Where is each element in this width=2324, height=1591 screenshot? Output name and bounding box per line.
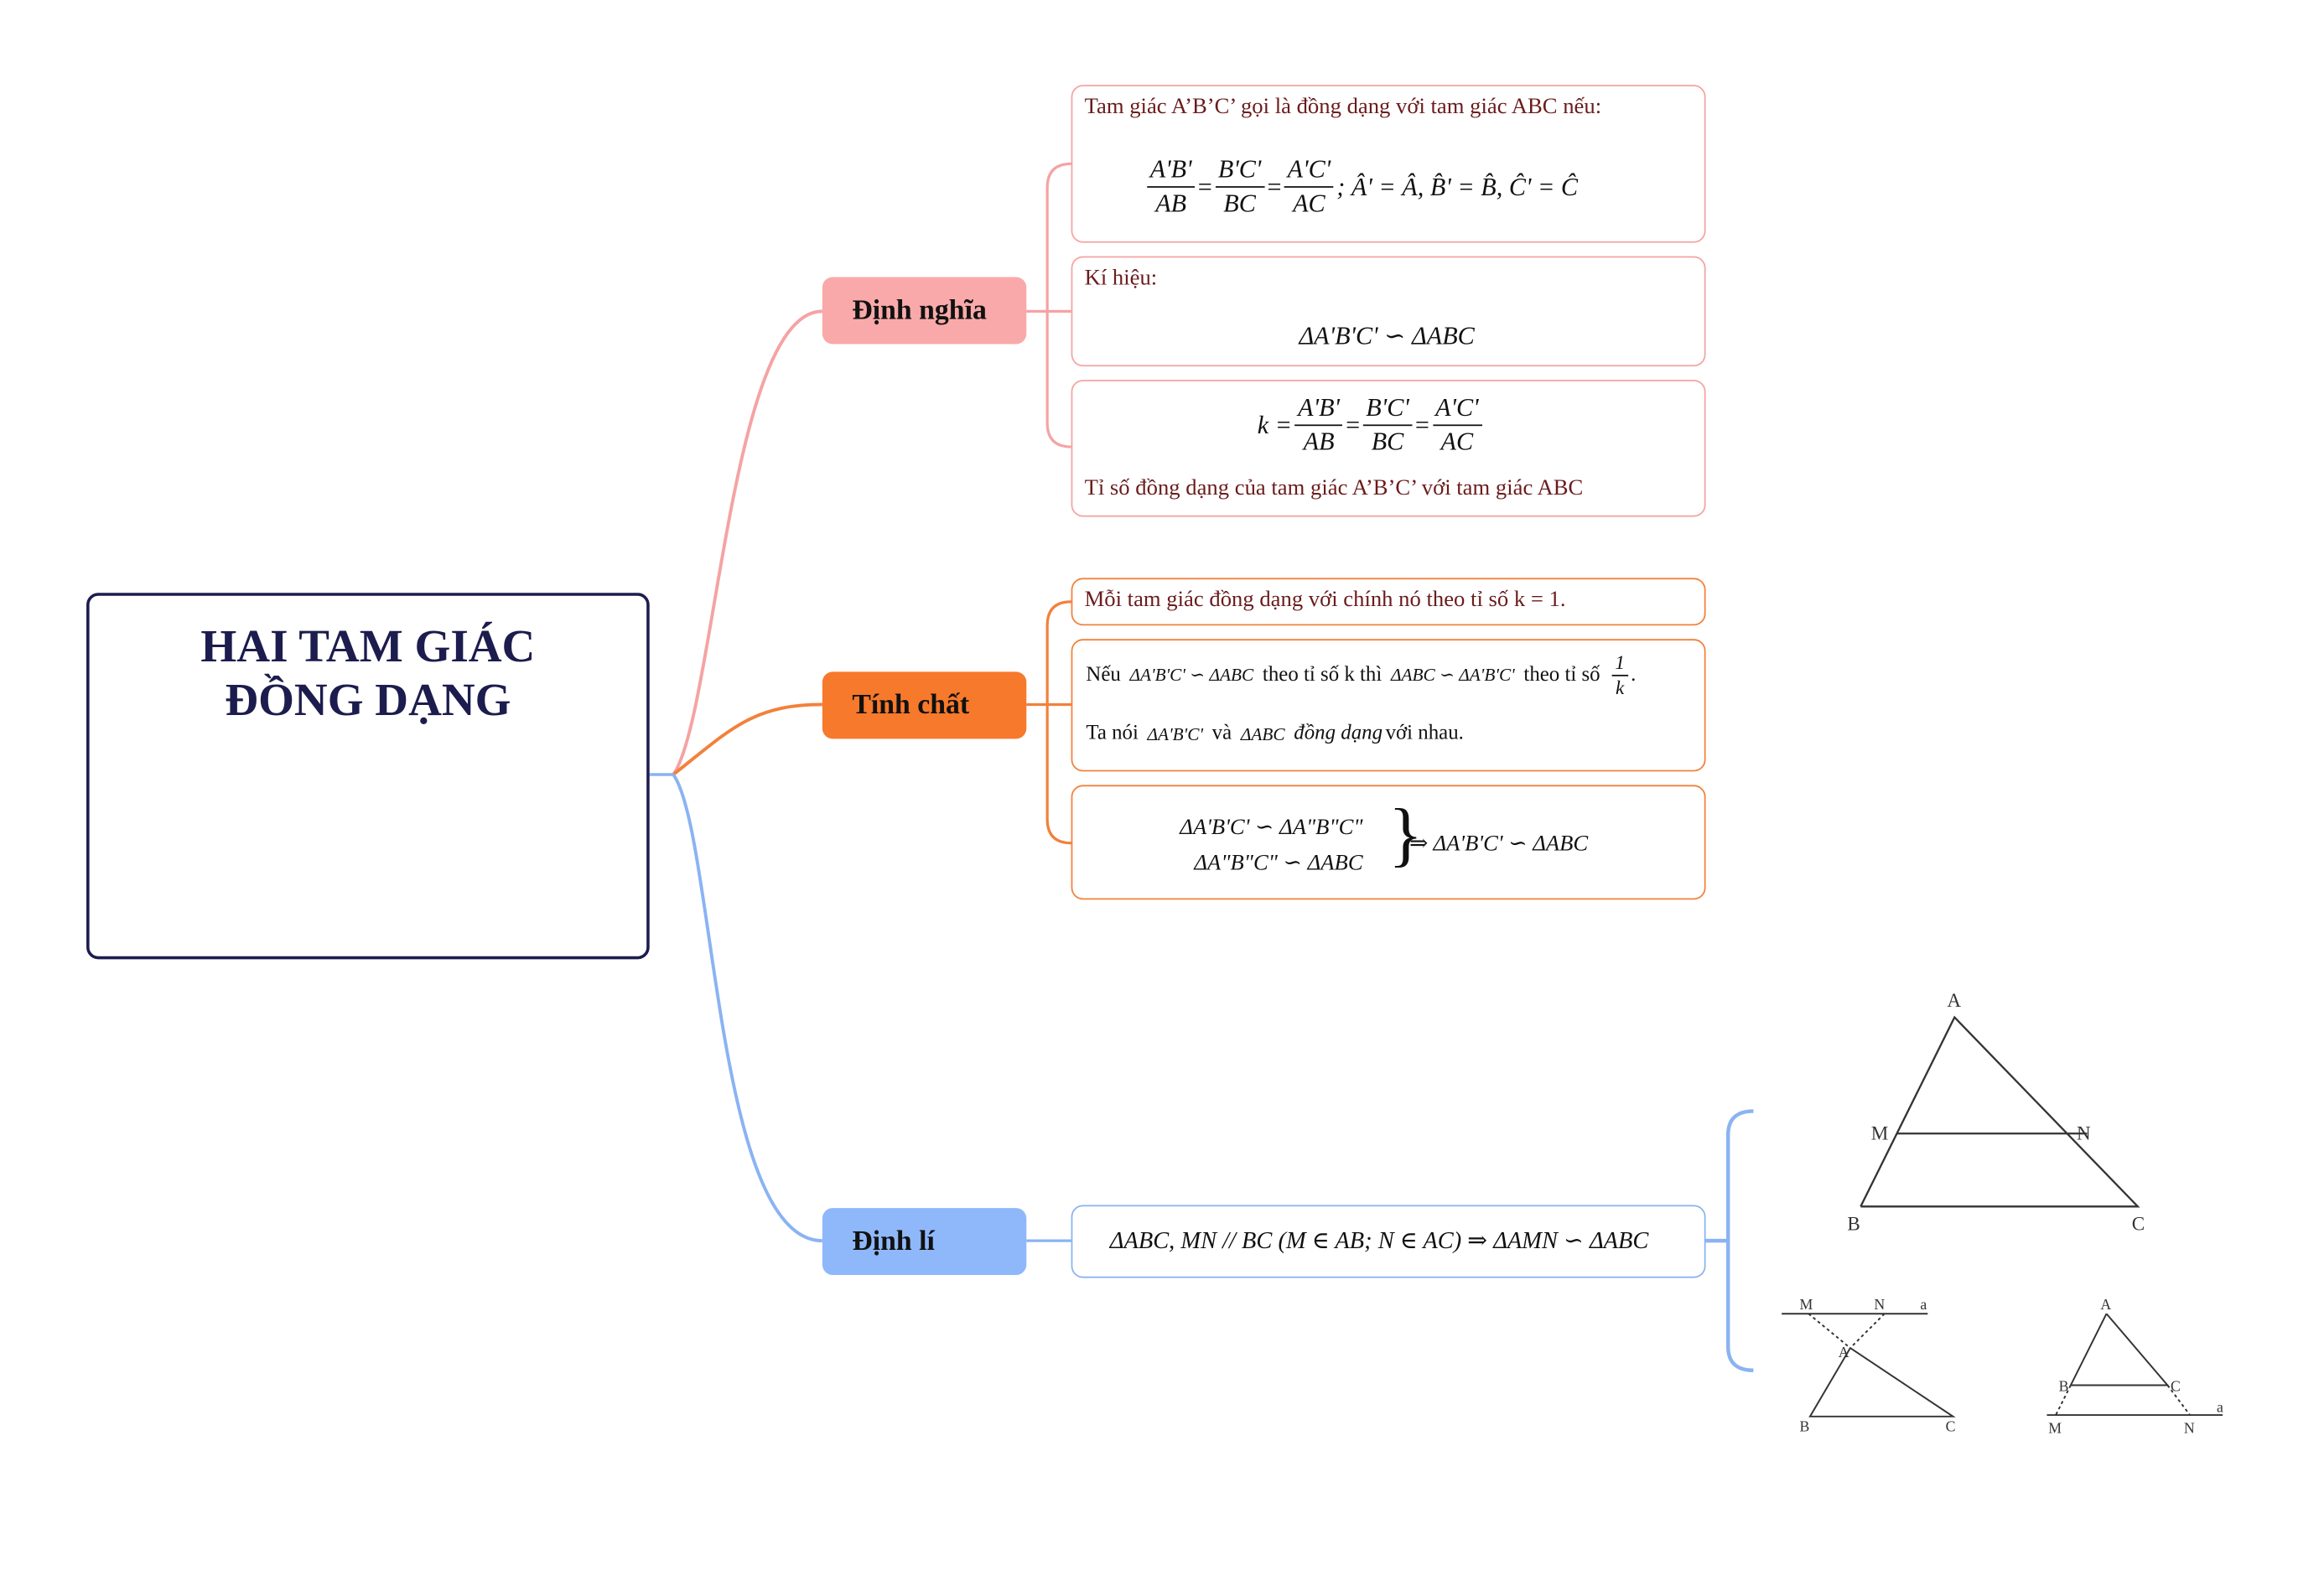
bracket-property xyxy=(1026,600,1071,845)
theorem-card[interactable]: ΔABC, MN // BC (M ∈ AB; N ∈ AC) ⇒ ΔAMN ∽… xyxy=(1071,1205,1706,1278)
connector-theorem xyxy=(672,773,822,1243)
transitive-premises: ΔA'B'C' ∽ ΔA"B"C" ΔA"B"C" ∽ ΔABC xyxy=(1180,816,1363,876)
svg-text:C: C xyxy=(2132,1213,2145,1235)
definition-card-condition[interactable]: Tam giác A’B’C’ gọi là đồng dạng với tam… xyxy=(1071,85,1706,243)
svg-text:B: B xyxy=(2059,1378,2069,1395)
notation-label: Kí hiệu: xyxy=(1084,267,1158,291)
ratio-k-formula: k = A'B'AB = B'C'BC = A'C'AC xyxy=(1258,393,1485,457)
svg-text:N: N xyxy=(2184,1419,2195,1436)
svg-text:a: a xyxy=(1920,1296,1927,1313)
svg-text:M: M xyxy=(1799,1296,1813,1313)
property-card-reflexive[interactable]: Mỗi tam giác đồng dạng với chính nó theo… xyxy=(1071,578,1706,626)
svg-text:B: B xyxy=(1847,1213,1860,1235)
svg-text:B: B xyxy=(1799,1418,1809,1435)
root-topic[interactable]: HAI TAM GIÁC ĐỒNG DẠNG xyxy=(86,593,650,960)
property-card-transitive[interactable]: ΔA'B'C' ∽ ΔA"B"C" ΔA"B"C" ∽ ΔABC } ⇒ ΔA'… xyxy=(1071,785,1706,900)
svg-text:N: N xyxy=(2077,1122,2091,1143)
svg-text:M: M xyxy=(1871,1122,1889,1143)
theorem-formula: ΔABC, MN // BC (M ∈ AB; N ∈ AC) ⇒ ΔAMN ∽… xyxy=(1109,1228,1649,1255)
reflexive-text: Mỗi tam giác đồng dạng với chính nó theo… xyxy=(1084,588,1566,613)
svg-text:N: N xyxy=(1874,1296,1885,1313)
root-title: HAI TAM GIÁC ĐỒNG DẠNG xyxy=(200,619,536,726)
property-card-symmetric[interactable]: Nếu ΔA'B'C' ∽ ΔABC theo tỉ số k thì ΔABC… xyxy=(1071,639,1706,772)
svg-text:C: C xyxy=(1946,1418,1956,1435)
theorem-figure-main xyxy=(1860,1015,2140,1208)
branch-theorem[interactable]: Định lí xyxy=(822,1208,1027,1276)
svg-text:A: A xyxy=(1947,989,1961,1011)
symmetric-line-1: Nếu ΔA'B'C' ∽ ΔABC theo tỉ số k thì ΔABC… xyxy=(1086,650,1637,699)
theorem-figure-extended xyxy=(2046,1313,2223,1417)
ratio-description: Tỉ số đồng dạng của tam giác A’B’C’ với … xyxy=(1084,476,1584,501)
definition-card-notation[interactable]: Kí hiệu: ΔA'B'C' ∽ ΔABC xyxy=(1071,256,1706,367)
bracket-theorem xyxy=(1705,1109,1754,1372)
definition-card-ratio[interactable]: k = A'B'AB = B'C'BC = A'C'AC Tỉ số đồng … xyxy=(1071,380,1706,517)
transitive-result: ⇒ ΔA'B'C' ∽ ΔABC xyxy=(1408,832,1589,857)
svg-text:M: M xyxy=(2048,1419,2062,1436)
notation-formula: ΔA'B'C' ∽ ΔABC xyxy=(1299,321,1475,350)
definition-condition-text: Tam giác A’B’C’ gọi là đồng dạng với tam… xyxy=(1084,95,1602,120)
definition-ratio-formula: A'B'AB = B'C'BC = A'C'AC ; Â' = Â, B̂' =… xyxy=(1144,155,1578,219)
transitive-brace: } xyxy=(1388,795,1424,875)
branch-property[interactable]: Tính chất xyxy=(822,671,1027,739)
svg-text:A: A xyxy=(2100,1296,2111,1313)
connector-property xyxy=(672,702,822,776)
branch-definition[interactable]: Định nghĩa xyxy=(822,277,1027,345)
connector-definition xyxy=(672,309,822,776)
theorem-figure-inverted xyxy=(1782,1313,1956,1417)
svg-text:C: C xyxy=(2171,1378,2181,1395)
svg-text:a: a xyxy=(2217,1399,2223,1416)
symmetric-line-2: Ta nói ΔA'B'C' và ΔABC đồng dạng với nha… xyxy=(1086,722,1464,745)
bracket-definition xyxy=(1026,162,1071,448)
svg-text:A: A xyxy=(1839,1344,1849,1360)
